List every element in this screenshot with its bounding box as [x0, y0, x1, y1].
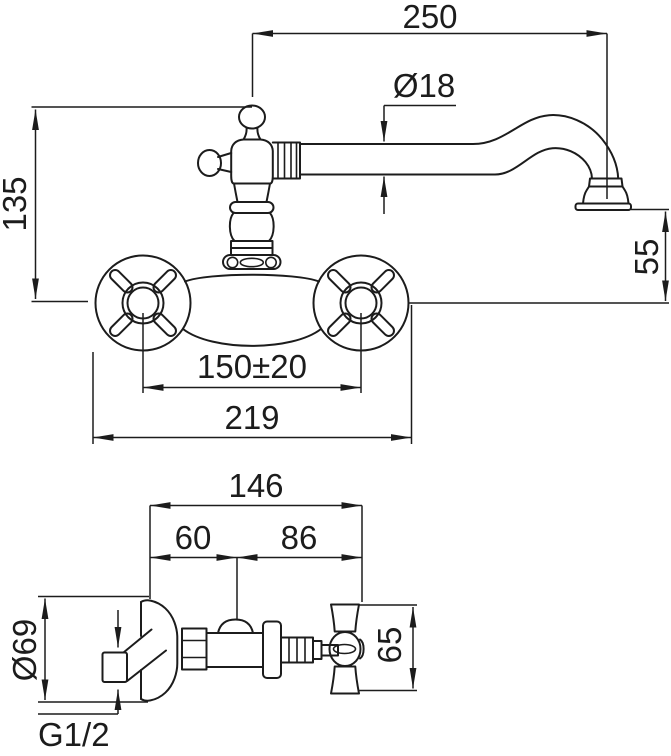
handle-right	[312, 254, 410, 352]
mounting-bracket	[222, 254, 282, 270]
bonnet-ring-lines	[288, 636, 306, 664]
handle-bottom-wing	[330, 665, 360, 695]
spout-ring-block	[271, 141, 301, 180]
handle-hub-side	[328, 631, 362, 667]
flange-bell-profile	[140, 599, 179, 702]
dim-spout-reach: 250	[251, 0, 608, 199]
faucet-body	[182, 273, 322, 347]
bonnet-flange-disc	[262, 620, 282, 679]
column-neck	[233, 182, 271, 203]
dim-height-135: 135	[0, 106, 252, 303]
spout-boss-dome	[217, 618, 254, 634]
dim-handle-65: 65	[359, 604, 417, 692]
dim-label-150-20: 150±20	[197, 348, 307, 385]
handle-side-view	[328, 603, 365, 695]
hex-nut	[181, 627, 208, 671]
dim-label-146: 146	[228, 467, 283, 504]
dim-label-86: 86	[281, 519, 318, 556]
wall-flange	[140, 599, 179, 702]
bracket-screw-left	[226, 256, 239, 269]
spout-top-edge	[299, 114, 620, 180]
dim-spout-diameter: Ø18	[380, 67, 456, 214]
finial-knob	[238, 104, 266, 130]
valve-cylinder	[205, 632, 264, 668]
spout-ring-lines	[277, 141, 298, 180]
outlet-rim	[574, 202, 632, 211]
dim-width-219: 219	[92, 305, 413, 444]
dim-label-60: 60	[175, 519, 212, 556]
column-ring	[229, 201, 275, 214]
dim-centers-150: 150±20	[142, 313, 362, 393]
dim-label-o18: Ø18	[393, 67, 455, 104]
dim-label-55: 55	[628, 239, 665, 276]
dim-depth-60-86: 60 86	[150, 519, 362, 619]
outlet-bell	[582, 185, 630, 205]
union-tube-edges	[122, 628, 167, 682]
column-collar-lower	[230, 247, 274, 256]
inlet-fitting	[101, 651, 128, 683]
dim-label-250: 250	[402, 0, 457, 35]
hex-nut-facets	[181, 639, 208, 659]
valve-assembly	[181, 618, 339, 679]
dim-outlet-55: 55	[409, 208, 669, 304]
bonnet-reducer	[312, 640, 323, 660]
spout-bottom-edge	[299, 147, 593, 180]
handle-left-spokes	[109, 269, 177, 337]
side-view	[101, 599, 365, 702]
side-knob	[197, 149, 222, 177]
front-view	[94, 104, 632, 352]
bracket-body	[222, 254, 282, 270]
dim-depth-146: 146	[149, 467, 363, 602]
dim-label-g12: G1/2	[38, 716, 110, 753]
dim-inlet-thread: G1/2	[38, 610, 122, 753]
spout-column	[197, 104, 301, 256]
column-collar-upper	[230, 240, 274, 249]
inlet-union	[101, 628, 167, 683]
handle-right-spokes	[327, 269, 395, 337]
body-bottom-edge	[182, 328, 322, 347]
handle-hub-nub	[359, 638, 365, 660]
bracket-screw-right	[264, 256, 277, 269]
dim-label-219: 219	[224, 399, 279, 436]
bonnet-ring-block	[280, 636, 314, 664]
diverter-bulb	[230, 138, 274, 185]
spout	[299, 114, 632, 211]
dim-label-135: 135	[0, 176, 33, 231]
dim-label-65: 65	[371, 627, 408, 664]
bracket-slot	[239, 257, 265, 268]
column-barrel	[228, 212, 275, 242]
body-top-edge	[184, 273, 320, 283]
handle-top-wing	[330, 603, 360, 633]
dim-label-o69: Ø69	[6, 619, 43, 681]
outlet-collar	[588, 177, 624, 188]
dim-flange-diameter: Ø69	[6, 595, 149, 703]
handle-hub-slot	[332, 643, 357, 655]
